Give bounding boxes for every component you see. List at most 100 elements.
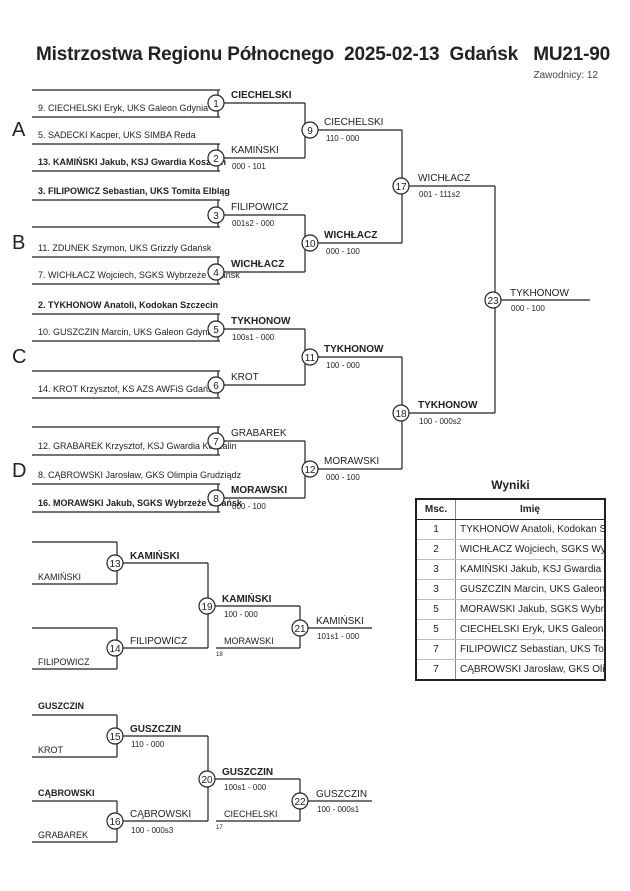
- repechage-entrant: CIECHELSKI: [224, 809, 278, 819]
- match-score: 000 - 100: [511, 304, 545, 313]
- entrant-name: 16. MORAWSKI Jakub, SGKS Wybrzeże Gdańsk: [38, 498, 243, 508]
- entrant-name: 2. TYKHONOW Anatoli, Kodokan Szczecin: [38, 300, 218, 310]
- match-number: 8: [213, 494, 219, 505]
- match-score: 101s1 - 000: [317, 632, 360, 641]
- match-score: 100 - 000s1: [317, 805, 360, 814]
- winner-name: WICHŁACZ: [324, 230, 377, 241]
- match-number-circle: [301, 234, 319, 252]
- source-match-ref: 18: [216, 652, 223, 658]
- result-name: MORAWSKI Jakub, SGKS Wybrzeże Gdańsk: [455, 599, 604, 620]
- match-number-circle: [392, 177, 410, 195]
- match-number-circle: [198, 597, 216, 615]
- match-number: 7: [213, 437, 219, 448]
- winner-name: FILIPOWICZ: [130, 636, 187, 647]
- entrant-name: 14. KROT Krzysztof, KS AZS AWFiS Gdańsk: [38, 384, 218, 394]
- match-score: 110 - 000: [131, 740, 165, 749]
- match-number-circle: [207, 489, 225, 507]
- winner-name: KROT: [231, 372, 259, 383]
- match-number-circle: [198, 770, 216, 788]
- match-number-circle: [291, 619, 309, 637]
- group-label-d: D: [12, 460, 27, 482]
- repechage-entrant: KAMIŃSKI: [38, 572, 81, 582]
- match-number-circle: [484, 291, 502, 309]
- match-score: 100s1 - 000: [224, 783, 267, 792]
- match-number: 10: [304, 239, 316, 250]
- match-number-circle: [207, 376, 225, 394]
- match-number-circle: [106, 812, 124, 830]
- result-name: CIECHELSKI Eryk, UKS Galeon Gdynia: [455, 619, 604, 640]
- match-number: 15: [109, 732, 121, 743]
- winner-name: TYKHONOW: [324, 344, 384, 355]
- winner-name: GRABAREK: [231, 428, 287, 439]
- match-number-circle: [291, 792, 309, 810]
- result-name: TYKHONOW Anatoli, Kodokan Szczecin: [455, 519, 604, 540]
- name-column-header: Imię: [455, 500, 604, 520]
- match-number-circle: [207, 94, 225, 112]
- source-match-ref: 17: [216, 825, 223, 831]
- match-number: 5: [213, 325, 219, 336]
- match-score: 000 - 100: [232, 502, 266, 511]
- match-number-circle: [392, 404, 410, 422]
- match-score: 100 - 000s3: [131, 826, 174, 835]
- result-place: 2: [417, 539, 456, 560]
- winner-name: KAMIŃSKI: [130, 549, 180, 562]
- match-score: 100 - 000: [224, 610, 258, 619]
- result-place: 7: [417, 659, 456, 679]
- match-number-circle: [106, 727, 124, 745]
- match-score: 100 - 000s2: [419, 417, 462, 426]
- match-score: 000 - 100: [326, 473, 360, 482]
- match-number-circle: [301, 348, 319, 366]
- match-number-circle: [207, 149, 225, 167]
- result-name: GUSZCZIN Marcin, UKS Galeon Gdynia: [455, 579, 604, 600]
- match-number-circle: [301, 460, 319, 478]
- entrant-name: 5. SADECKI Kacper, UKS SIMBA Reda: [38, 130, 196, 140]
- winner-name: WICHŁACZ: [418, 173, 470, 184]
- match-number-circle: [207, 263, 225, 281]
- match-number-circle: [106, 554, 124, 572]
- match-number-circle: [207, 206, 225, 224]
- result-place: 1: [417, 519, 456, 540]
- page-title: Mistrzostwa Regionu Północnego 2025-02-1…: [36, 44, 610, 65]
- place-column-header: Msc.: [417, 500, 456, 520]
- match-number: 6: [213, 381, 219, 392]
- winner-name: MORAWSKI: [231, 485, 287, 496]
- match-number-circle: [106, 639, 124, 657]
- winner-name: TYKHONOW: [510, 288, 569, 299]
- winner-name: CĄBROWSKI: [130, 809, 191, 820]
- winner-name: GUSZCZIN: [222, 767, 273, 778]
- match-number: 18: [395, 409, 407, 420]
- winner-name: MORAWSKI: [324, 456, 379, 467]
- group-label-b: B: [12, 232, 26, 254]
- match-score: 100s1 - 000: [232, 333, 275, 342]
- repechage-entrant: CĄBROWSKI: [38, 788, 95, 798]
- match-score: 110 - 000: [326, 134, 360, 143]
- group-label-a: A: [12, 119, 26, 141]
- repechage-entrant: GRABAREK: [38, 830, 88, 840]
- match-number: 11: [305, 353, 316, 364]
- winner-name: KAMIŃSKI: [231, 143, 279, 156]
- winner-name: KAMIŃSKI: [222, 592, 272, 605]
- result-name: KAMIŃSKI Jakub, KSJ Gwardia Koszalin: [455, 559, 604, 580]
- match-number: 19: [201, 602, 213, 613]
- entrant-name: 12. GRABAREK Krzysztof, KSJ Gwardia Kosz…: [38, 441, 237, 451]
- match-number: 3: [213, 211, 219, 222]
- result-place: 5: [417, 599, 456, 620]
- winner-name: CIECHELSKI: [231, 90, 292, 101]
- match-number: 1: [213, 99, 219, 110]
- winner-name: FILIPOWICZ: [231, 202, 288, 213]
- match-number: 12: [304, 465, 316, 476]
- entrant-name: 3. FILIPOWICZ Sebastian, UKS Tomita Elbl…: [38, 186, 230, 196]
- match-number: 22: [294, 797, 306, 808]
- result-name: FILIPOWICZ Sebastian, UKS Tomita Elbląg: [455, 639, 604, 660]
- competitor-count: Zawodnicy: 12: [533, 70, 598, 81]
- result-place: 7: [417, 639, 456, 660]
